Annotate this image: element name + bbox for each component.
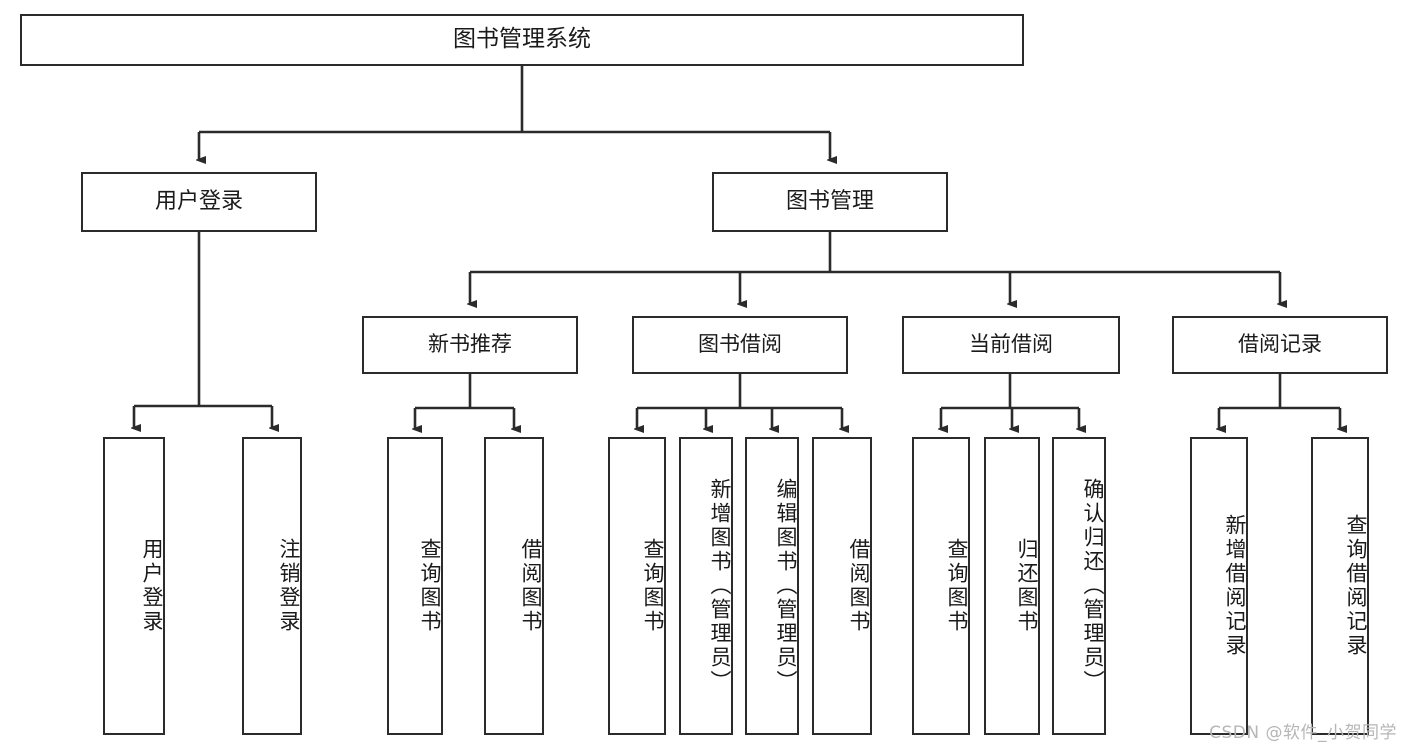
node-user-login[interactable]: 用户登录 bbox=[81, 172, 317, 232]
node-leaf-borrow-book-1-label: 借阅图书 bbox=[519, 538, 543, 634]
node-leaf-query-book-1[interactable]: 查询图书 bbox=[387, 437, 443, 735]
node-book-manage-label: 图书管理 bbox=[785, 188, 874, 214]
node-leaf-return-book-label: 归还图书 bbox=[1015, 538, 1039, 634]
node-book-borrow-label: 图书借阅 bbox=[698, 332, 782, 357]
node-leaf-user-login[interactable]: 用户登录 bbox=[103, 437, 165, 735]
node-leaf-confirm-return[interactable]: 确认归还（管理员） bbox=[1052, 437, 1106, 735]
node-book-manage[interactable]: 图书管理 bbox=[712, 172, 948, 232]
node-leaf-query-book-2[interactable]: 查询图书 bbox=[608, 437, 666, 735]
node-leaf-borrow-book-2-label: 借阅图书 bbox=[847, 538, 871, 634]
node-leaf-user-logout-label: 注销登录 bbox=[277, 538, 301, 634]
node-root[interactable]: 图书管理系统 bbox=[20, 14, 1024, 66]
edge-group bbox=[134, 66, 1340, 429]
node-leaf-edit-book-label: 编辑图书（管理员） bbox=[774, 478, 798, 694]
node-leaf-add-book-label: 新增图书（管理员） bbox=[708, 478, 732, 694]
node-leaf-borrow-book-2[interactable]: 借阅图书 bbox=[812, 437, 872, 735]
node-leaf-query-record[interactable]: 查询借阅记录 bbox=[1311, 437, 1369, 735]
node-new-book-rec-label: 新书推荐 bbox=[428, 332, 512, 357]
node-leaf-query-book-1-label: 查询图书 bbox=[418, 538, 442, 634]
node-user-login-label: 用户登录 bbox=[154, 188, 243, 214]
node-leaf-add-book[interactable]: 新增图书（管理员） bbox=[679, 437, 733, 735]
node-borrow-record[interactable]: 借阅记录 bbox=[1172, 316, 1388, 374]
node-leaf-query-book-3[interactable]: 查询图书 bbox=[912, 437, 970, 735]
node-leaf-add-record-label: 新增借阅记录 bbox=[1223, 514, 1247, 658]
node-current-borrow[interactable]: 当前借阅 bbox=[902, 316, 1120, 374]
node-leaf-edit-book[interactable]: 编辑图书（管理员） bbox=[745, 437, 799, 735]
node-leaf-confirm-return-label: 确认归还（管理员） bbox=[1081, 478, 1105, 694]
node-leaf-user-logout[interactable]: 注销登录 bbox=[242, 437, 302, 735]
node-leaf-borrow-book-1[interactable]: 借阅图书 bbox=[484, 437, 544, 735]
node-current-borrow-label: 当前借阅 bbox=[969, 332, 1053, 357]
node-leaf-add-record[interactable]: 新增借阅记录 bbox=[1190, 437, 1248, 735]
watermark: CSDN @软件_小贺同学 bbox=[1209, 723, 1397, 743]
node-leaf-query-book-2-label: 查询图书 bbox=[641, 538, 665, 634]
node-leaf-query-book-3-label: 查询图书 bbox=[945, 538, 969, 634]
node-leaf-query-record-label: 查询借阅记录 bbox=[1344, 514, 1368, 658]
node-leaf-return-book[interactable]: 归还图书 bbox=[984, 437, 1040, 735]
node-new-book-rec[interactable]: 新书推荐 bbox=[362, 316, 578, 374]
node-borrow-record-label: 借阅记录 bbox=[1238, 332, 1322, 357]
node-leaf-user-login-label: 用户登录 bbox=[140, 538, 164, 634]
node-book-borrow[interactable]: 图书借阅 bbox=[632, 316, 848, 374]
node-root-label: 图书管理系统 bbox=[453, 26, 591, 53]
